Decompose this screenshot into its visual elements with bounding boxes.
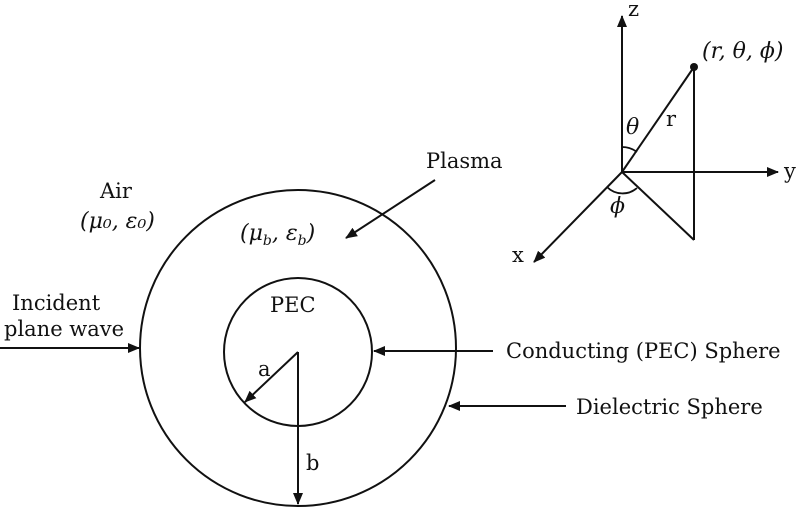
conducting-sphere-label: Conducting (PEC) Sphere <box>506 339 781 363</box>
incident-label-line1: Incident <box>12 291 101 315</box>
radius-a-arrow <box>244 351 299 403</box>
plasma-arrow <box>345 179 436 239</box>
dielectric-sphere-circle <box>139 189 457 507</box>
radius-vector-line <box>621 66 695 173</box>
x-axis <box>533 171 623 263</box>
z-axis-label: z <box>628 0 639 21</box>
plasma-label: Plasma <box>426 149 503 173</box>
dielectric-sphere-label: Dielectric Sphere <box>576 395 763 419</box>
air-params-label: (μ₀, ε₀) <box>80 209 155 234</box>
radius-a-label: a <box>258 357 271 381</box>
pec-label: PEC <box>270 293 316 317</box>
phi-label: ϕ <box>610 194 625 219</box>
theta-arc <box>621 146 638 153</box>
r-label: r <box>666 107 677 131</box>
x-axis-label: x <box>512 243 524 267</box>
air-label: Air <box>99 179 133 203</box>
projection-line <box>621 171 695 241</box>
radius-b-label: b <box>306 451 319 475</box>
point-marker <box>690 63 698 71</box>
point-coords-label: (r, θ, ϕ) <box>702 39 783 64</box>
theta-label: θ <box>626 115 639 140</box>
incident-label-line2: plane wave <box>4 317 124 341</box>
phi-arc <box>606 186 638 195</box>
y-axis-label: y <box>783 159 796 183</box>
plasma-params-label: (μb, εb) <box>240 221 315 249</box>
